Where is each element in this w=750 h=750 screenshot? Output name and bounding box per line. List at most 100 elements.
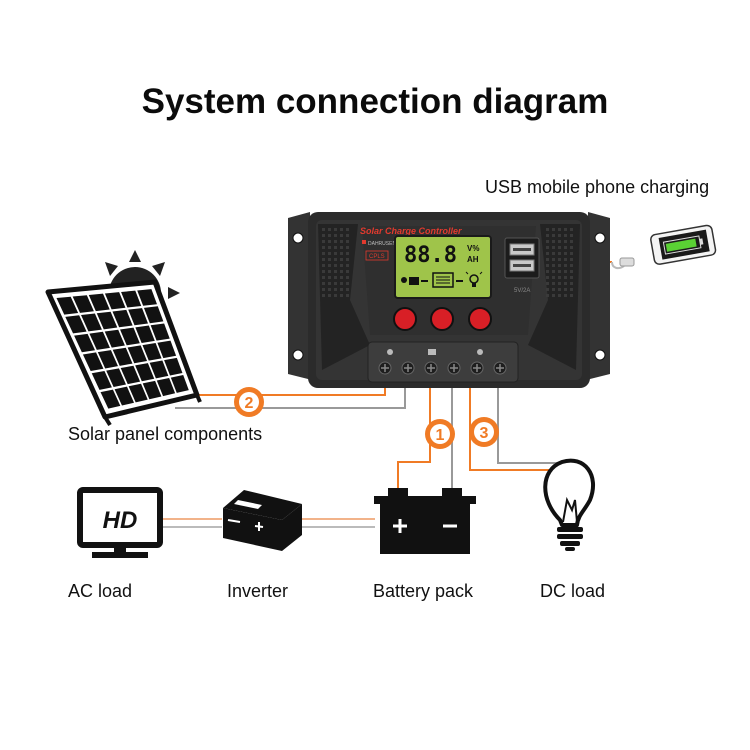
texture-dot	[322, 270, 325, 273]
texture-dot	[322, 228, 325, 231]
texture-dot	[546, 258, 549, 261]
texture-dot	[334, 252, 337, 255]
solar-cell	[156, 377, 176, 397]
terminal-block	[367, 341, 519, 383]
battery-icon	[374, 488, 476, 554]
texture-dot	[340, 228, 343, 231]
solar-cell	[137, 289, 158, 306]
solar-cell	[143, 306, 164, 324]
terminal-icons	[387, 349, 483, 355]
texture-dot	[328, 288, 331, 291]
texture-dot	[322, 246, 325, 249]
texture-dot	[546, 282, 549, 285]
texture-dot	[328, 282, 331, 285]
texture-dot	[546, 294, 549, 297]
texture-dot	[558, 294, 561, 297]
solar-cell	[56, 296, 79, 315]
wires	[163, 261, 612, 528]
lcd-battery-icon	[432, 272, 454, 288]
solar-panel-label: Solar panel components	[68, 424, 263, 444]
solar-cell	[104, 292, 126, 310]
texture-dot	[552, 246, 555, 249]
texture-dot	[328, 258, 331, 261]
inverter-label: Inverter	[227, 581, 289, 601]
texture-dot	[328, 234, 331, 237]
badge-3: 3	[469, 417, 499, 447]
texture-dot	[346, 282, 349, 285]
solar-panel-icon	[45, 279, 202, 427]
texture-dot	[334, 258, 337, 261]
lcd-unit-bottom: AH	[467, 255, 479, 264]
texture-dot	[564, 252, 567, 255]
phone-icon	[611, 224, 717, 270]
solar-cell	[81, 313, 102, 332]
page-title: System connection diagram	[141, 82, 609, 121]
texture-dot	[558, 234, 561, 237]
solar-cell	[135, 325, 155, 343]
texture-dot	[340, 264, 343, 267]
texture-dot	[346, 288, 349, 291]
texture-dot	[346, 252, 349, 255]
texture-dot	[558, 276, 561, 279]
solar-cell	[150, 323, 170, 341]
texture-dot	[322, 252, 325, 255]
texture-dot	[570, 270, 573, 273]
solar-cell	[120, 365, 141, 385]
texture-dot	[564, 246, 567, 249]
controller-button-left[interactable]	[393, 307, 417, 331]
controller-button-right[interactable]	[468, 307, 492, 331]
texture-dot	[552, 258, 555, 261]
texture-dot	[334, 282, 337, 285]
usb-charging-label: USB mobile phone charging	[485, 177, 710, 197]
texture-dot	[334, 246, 337, 249]
ac-load-label: AC load	[68, 581, 133, 601]
wire-dc-gray	[497, 380, 565, 464]
texture-dot	[334, 294, 337, 297]
texture-dot	[334, 264, 337, 267]
texture-dot	[334, 234, 337, 237]
solar-cell	[97, 350, 118, 369]
texture-dot	[322, 276, 325, 279]
texture-dot	[334, 228, 337, 231]
solar-cell	[128, 308, 149, 326]
texture-dot	[546, 240, 549, 243]
texture-dot	[570, 246, 573, 249]
texture-dot	[322, 234, 325, 237]
texture-dot	[328, 240, 331, 243]
texture-dot	[346, 240, 349, 243]
texture-dot	[340, 258, 343, 261]
texture-dot	[564, 240, 567, 243]
texture-dot	[334, 270, 337, 273]
texture-dot	[558, 270, 561, 273]
solar-cell	[96, 311, 118, 330]
solar-cell	[164, 357, 183, 376]
controller-button-middle[interactable]	[430, 307, 454, 331]
texture-dot	[558, 258, 561, 261]
texture-dot	[552, 288, 555, 291]
texture-dot	[340, 282, 343, 285]
texture-dot	[334, 288, 337, 291]
texture-dot	[570, 288, 573, 291]
texture-dot	[328, 252, 331, 255]
texture-dot	[552, 270, 555, 273]
badge-2-number: 2	[245, 395, 254, 412]
solar-cell	[112, 309, 133, 328]
texture-dot	[334, 276, 337, 279]
solar-cell	[88, 293, 110, 312]
texture-dot	[328, 276, 331, 279]
texture-dot	[570, 282, 573, 285]
texture-dot	[346, 264, 349, 267]
usb-ports: 5V/2A	[504, 237, 540, 294]
texture-dot	[334, 240, 337, 243]
texture-dot	[570, 252, 573, 255]
texture-dot	[546, 264, 549, 267]
texture-dot	[340, 276, 343, 279]
controller-brand: DAHRUSEN	[368, 241, 396, 247]
badge-3-number: 3	[480, 425, 489, 442]
solar-cell	[142, 343, 162, 361]
solar-cell	[120, 327, 140, 346]
texture-dot	[564, 270, 567, 273]
usb-port-label: 5V/2A	[514, 288, 530, 294]
texture-dot	[564, 228, 567, 231]
solar-charge-controller: Solar Charge Controller DAHRUSEN CPLS 88…	[288, 212, 610, 388]
